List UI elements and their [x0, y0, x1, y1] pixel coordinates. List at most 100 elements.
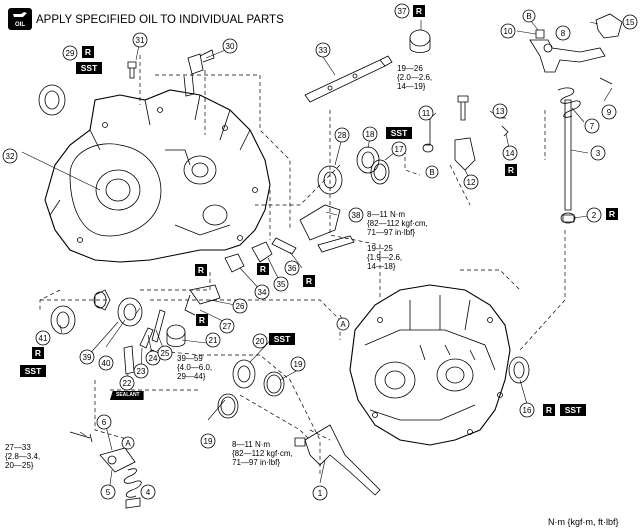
callout-circle-32 — [2, 148, 18, 164]
ref-circle-b-2 — [522, 9, 536, 23]
callout-number-28: 28 — [338, 131, 347, 140]
callout-number-13: 13 — [496, 107, 505, 116]
callout-number-4: 4 — [146, 488, 151, 497]
callout-circle-37 — [394, 3, 410, 19]
callout-circle-40 — [98, 355, 114, 371]
tag-r-29: R — [82, 46, 94, 58]
callout-number-8: 8 — [561, 29, 566, 38]
callout-circle-17 — [391, 141, 407, 157]
oil-icon: OIL — [8, 8, 32, 30]
callout-number-34: 34 — [258, 288, 267, 297]
tag-sst-16: SST — [560, 404, 586, 416]
callout-number-19b: 19 — [204, 437, 213, 446]
torque-spec-2: 8—11 N·m{82—112 kgf·cm,71—97 in·lbf} — [367, 210, 428, 237]
callout-number-27: 27 — [223, 322, 232, 331]
callout-circle-9 — [601, 104, 617, 120]
callout-circle-5 — [100, 484, 116, 500]
callout-number-11: 11 — [422, 109, 431, 118]
callout-circle-14 — [502, 145, 518, 161]
torque-spec-5: 27—33{2.8—3.4,20—25} — [5, 443, 41, 470]
callout-circle-38 — [348, 207, 364, 223]
callout-circles: 1234567891011121314151617182021222324252… — [2, 3, 638, 501]
small-parts — [69, 13, 623, 509]
torque-spec-4: 39—59{4.0—6.0,29—44} — [177, 354, 213, 381]
callout-circle-28 — [334, 127, 350, 143]
sealant-tag: SEALANT — [110, 391, 144, 400]
callout-circle-8 — [555, 25, 571, 41]
callout-number-36: 36 — [288, 264, 297, 273]
seals — [38, 84, 530, 419]
callout-number-39: 39 — [83, 353, 92, 362]
callout-circle-12 — [463, 174, 479, 190]
callout-number-22: 22 — [123, 379, 132, 388]
ref-circle-a-0 — [336, 317, 350, 331]
callout-circle-1 — [312, 485, 328, 501]
torque-spec-1: 19—26{2.0—2.6,14—19} — [397, 64, 433, 91]
callout-circle-29 — [62, 45, 78, 61]
callout-circle-6 — [96, 414, 112, 430]
callout-number-25: 25 — [161, 349, 170, 358]
callout-circle-19b — [200, 433, 216, 449]
tag-r-41: R — [32, 347, 44, 359]
callout-number-9: 9 — [607, 108, 612, 117]
transaxle-case-right — [349, 284, 511, 446]
oil-icon-label: OIL — [15, 22, 25, 28]
callout-number-35: 35 — [277, 280, 286, 289]
torque-spec-6: 8—11 N·m{82—112 kgf·cm,71—97 in·lbf} — [232, 440, 293, 467]
callout-circle-19a — [290, 356, 306, 372]
callout-number-30: 30 — [226, 42, 235, 51]
ref-letter-a-1: A — [125, 439, 131, 448]
callout-circle-30 — [222, 38, 238, 54]
callout-circle-22 — [119, 375, 135, 391]
callout-circle-35 — [273, 276, 289, 292]
callout-number-2: 2 — [592, 211, 597, 220]
callout-number-19a: 19 — [294, 360, 303, 369]
callout-circle-15 — [622, 14, 638, 30]
tag-sst-20: SST — [269, 333, 295, 345]
ref-circle-a-1 — [121, 436, 135, 450]
unit-note: N·m {kgf·m, ft·lbf} — [548, 517, 619, 527]
callout-number-24: 24 — [149, 354, 158, 363]
callout-number-5: 5 — [106, 488, 111, 497]
dashed-leaders — [39, 55, 566, 475]
oil-can-icon — [13, 12, 27, 17]
callout-number-12: 12 — [467, 178, 476, 187]
callout-circle-41 — [35, 330, 51, 346]
ref-letter-b-2: B — [526, 12, 531, 21]
callout-number-33: 33 — [319, 46, 328, 55]
callout-circle-25 — [157, 345, 173, 361]
tag-sst-41: SST — [20, 365, 46, 377]
tag-r-37: R — [413, 5, 425, 17]
callout-number-18: 18 — [366, 130, 375, 139]
callout-number-32: 32 — [6, 152, 15, 161]
callout-number-31: 31 — [136, 36, 145, 45]
callout-number-17: 17 — [395, 145, 404, 154]
callout-number-41: 41 — [39, 334, 48, 343]
ref-circle-b-3 — [425, 165, 439, 179]
ref-letter-a-0: A — [340, 320, 346, 329]
callout-circle-31 — [132, 32, 148, 48]
callout-number-7: 7 — [590, 122, 595, 131]
callout-circle-2 — [586, 207, 602, 223]
callout-number-26: 26 — [236, 302, 245, 311]
callout-circle-27 — [219, 318, 235, 334]
tag-r-2: R — [606, 208, 618, 220]
diagram-title: APPLY SPECIFIED OIL TO INDIVIDUAL PARTS — [36, 14, 284, 26]
callout-circle-39 — [79, 349, 95, 365]
tag-sst-29: SST — [76, 62, 102, 74]
callout-number-16: 16 — [523, 406, 532, 415]
callout-circle-26 — [232, 298, 248, 314]
callout-circle-23 — [133, 363, 149, 379]
callout-number-29: 29 — [66, 49, 75, 58]
callout-circle-34 — [254, 284, 270, 300]
callout-number-38: 38 — [352, 211, 361, 220]
tag-r-14: R — [505, 164, 517, 176]
tag-r-27a: R — [195, 264, 207, 276]
tag-r-36: R — [303, 275, 315, 287]
callout-circle-36 — [284, 260, 300, 276]
callout-number-21: 21 — [209, 336, 218, 345]
callout-number-1: 1 — [318, 489, 323, 498]
callout-circle-20 — [252, 333, 268, 349]
callout-number-40: 40 — [102, 359, 111, 368]
